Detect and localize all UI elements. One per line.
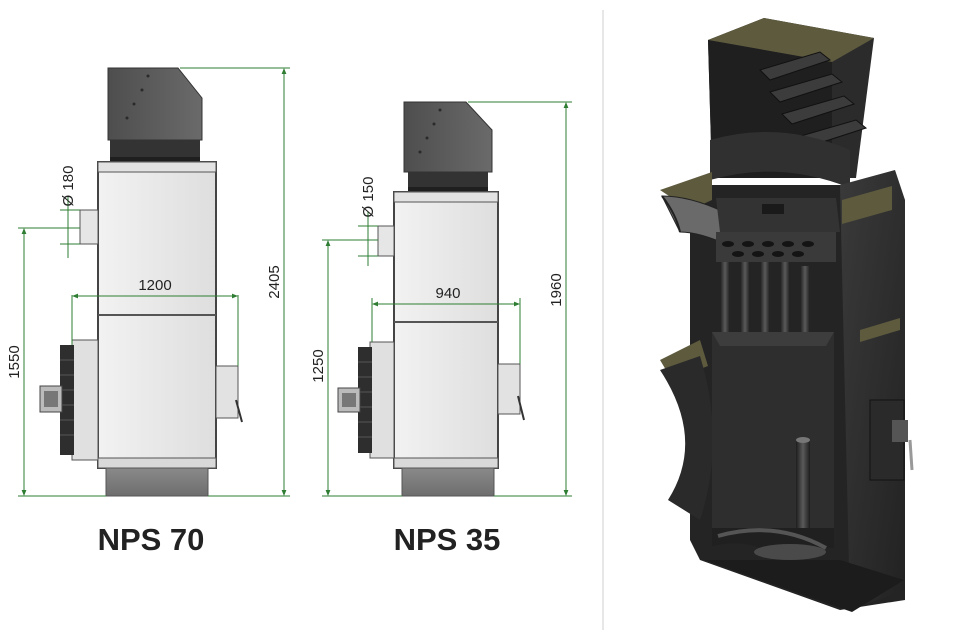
nps35-flue-diameter-label: Ø 150 <box>360 177 377 218</box>
nps35-flue-hood <box>403 101 493 173</box>
nps70-height-label: 2405 <box>266 265 283 298</box>
nps70-side-fitting <box>215 365 239 419</box>
cutaway-heat-exchanger-tubes <box>720 250 810 356</box>
nps70-flue-diameter-label: Ø 180 <box>60 166 77 207</box>
nps35-burner <box>358 347 372 453</box>
nps70-inlet-height-label: 1550 <box>6 345 23 378</box>
nps70-width-label: 1200 <box>138 277 171 294</box>
nps35-air-inlet <box>377 225 395 257</box>
nps35-width-label: 940 <box>435 285 460 302</box>
nps70-air-inlet <box>79 209 99 245</box>
nps70-model-label: NPS 70 <box>98 522 205 557</box>
nps35-cabinet <box>393 191 499 469</box>
heater-cutaway-render <box>660 18 914 612</box>
nps70-burner-housing <box>71 339 99 461</box>
nps35-base <box>401 467 495 497</box>
cutaway-combustion-chamber <box>712 332 834 528</box>
heater-nps35-drawing <box>337 101 525 497</box>
nps70-base <box>105 467 209 497</box>
cutaway-burner-pipe <box>796 440 810 530</box>
nps35-height-label: 1960 <box>548 273 565 306</box>
nps70-flue-hood <box>107 67 203 141</box>
nps70-dimension-lines <box>18 67 290 497</box>
nps35-model-label: NPS 35 <box>394 522 501 557</box>
nps35-dimension-lines <box>322 101 572 497</box>
nps35-inlet-height-label: 1250 <box>310 349 327 382</box>
nps35-side-fitting <box>497 363 521 415</box>
heater-nps70-drawing <box>39 67 243 497</box>
nps70-flue-collar <box>110 140 200 162</box>
nps35-burner-housing <box>369 341 395 459</box>
cutaway-left-shell <box>660 356 713 520</box>
nps70-burner <box>60 345 74 455</box>
